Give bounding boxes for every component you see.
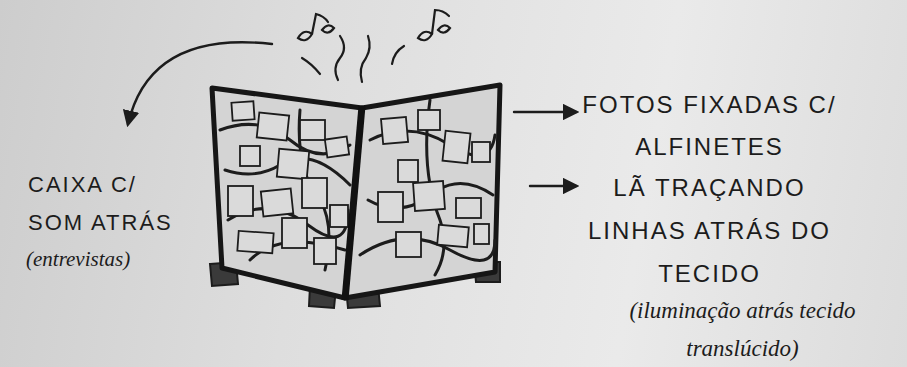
leader-arrow	[530, 185, 576, 187]
annotation-note: (entrevistas)	[26, 244, 196, 274]
sound-squiggle	[302, 58, 320, 74]
photo	[302, 178, 327, 208]
photo	[228, 186, 253, 216]
right-panel	[345, 85, 500, 298]
photo	[257, 112, 289, 140]
callout-label: FOTOS FIXADAS C/ ALFINETES	[582, 84, 837, 168]
photo	[474, 224, 489, 244]
photo	[396, 232, 421, 257]
callout-label: LÃ TRAÇANDO LINHAS ATRÁS DO TECIDO	[582, 166, 837, 295]
screen-fold	[345, 106, 362, 300]
photo	[378, 192, 403, 222]
sound-squiggle	[361, 36, 370, 82]
photo	[261, 188, 293, 216]
photo	[300, 120, 325, 140]
photo	[442, 131, 470, 163]
photo	[418, 110, 440, 130]
music-note	[418, 10, 450, 40]
leader-arrow	[128, 42, 272, 124]
photo	[437, 225, 469, 248]
photo	[314, 238, 336, 264]
photo	[456, 198, 481, 218]
leader-arrow	[514, 111, 576, 113]
left-panel	[212, 88, 362, 298]
sound-squiggle	[335, 36, 344, 80]
photo	[231, 101, 254, 120]
photo	[381, 117, 408, 144]
leader-arrows	[128, 42, 576, 186]
photo	[325, 137, 349, 158]
photo	[472, 142, 490, 162]
photo	[282, 218, 307, 248]
photo	[277, 149, 309, 180]
callout-label: (iluminação atrás tecido translúcido)	[600, 292, 885, 367]
sound-squiggle	[392, 46, 404, 64]
photo	[398, 160, 418, 182]
music-note	[322, 25, 334, 32]
callout-label: CAIXA C/ SOM ATRÁS	[28, 166, 198, 242]
photo	[413, 181, 445, 211]
sound-symbols	[298, 10, 450, 82]
photo	[240, 146, 260, 166]
photo	[237, 231, 273, 253]
photo	[330, 205, 348, 227]
